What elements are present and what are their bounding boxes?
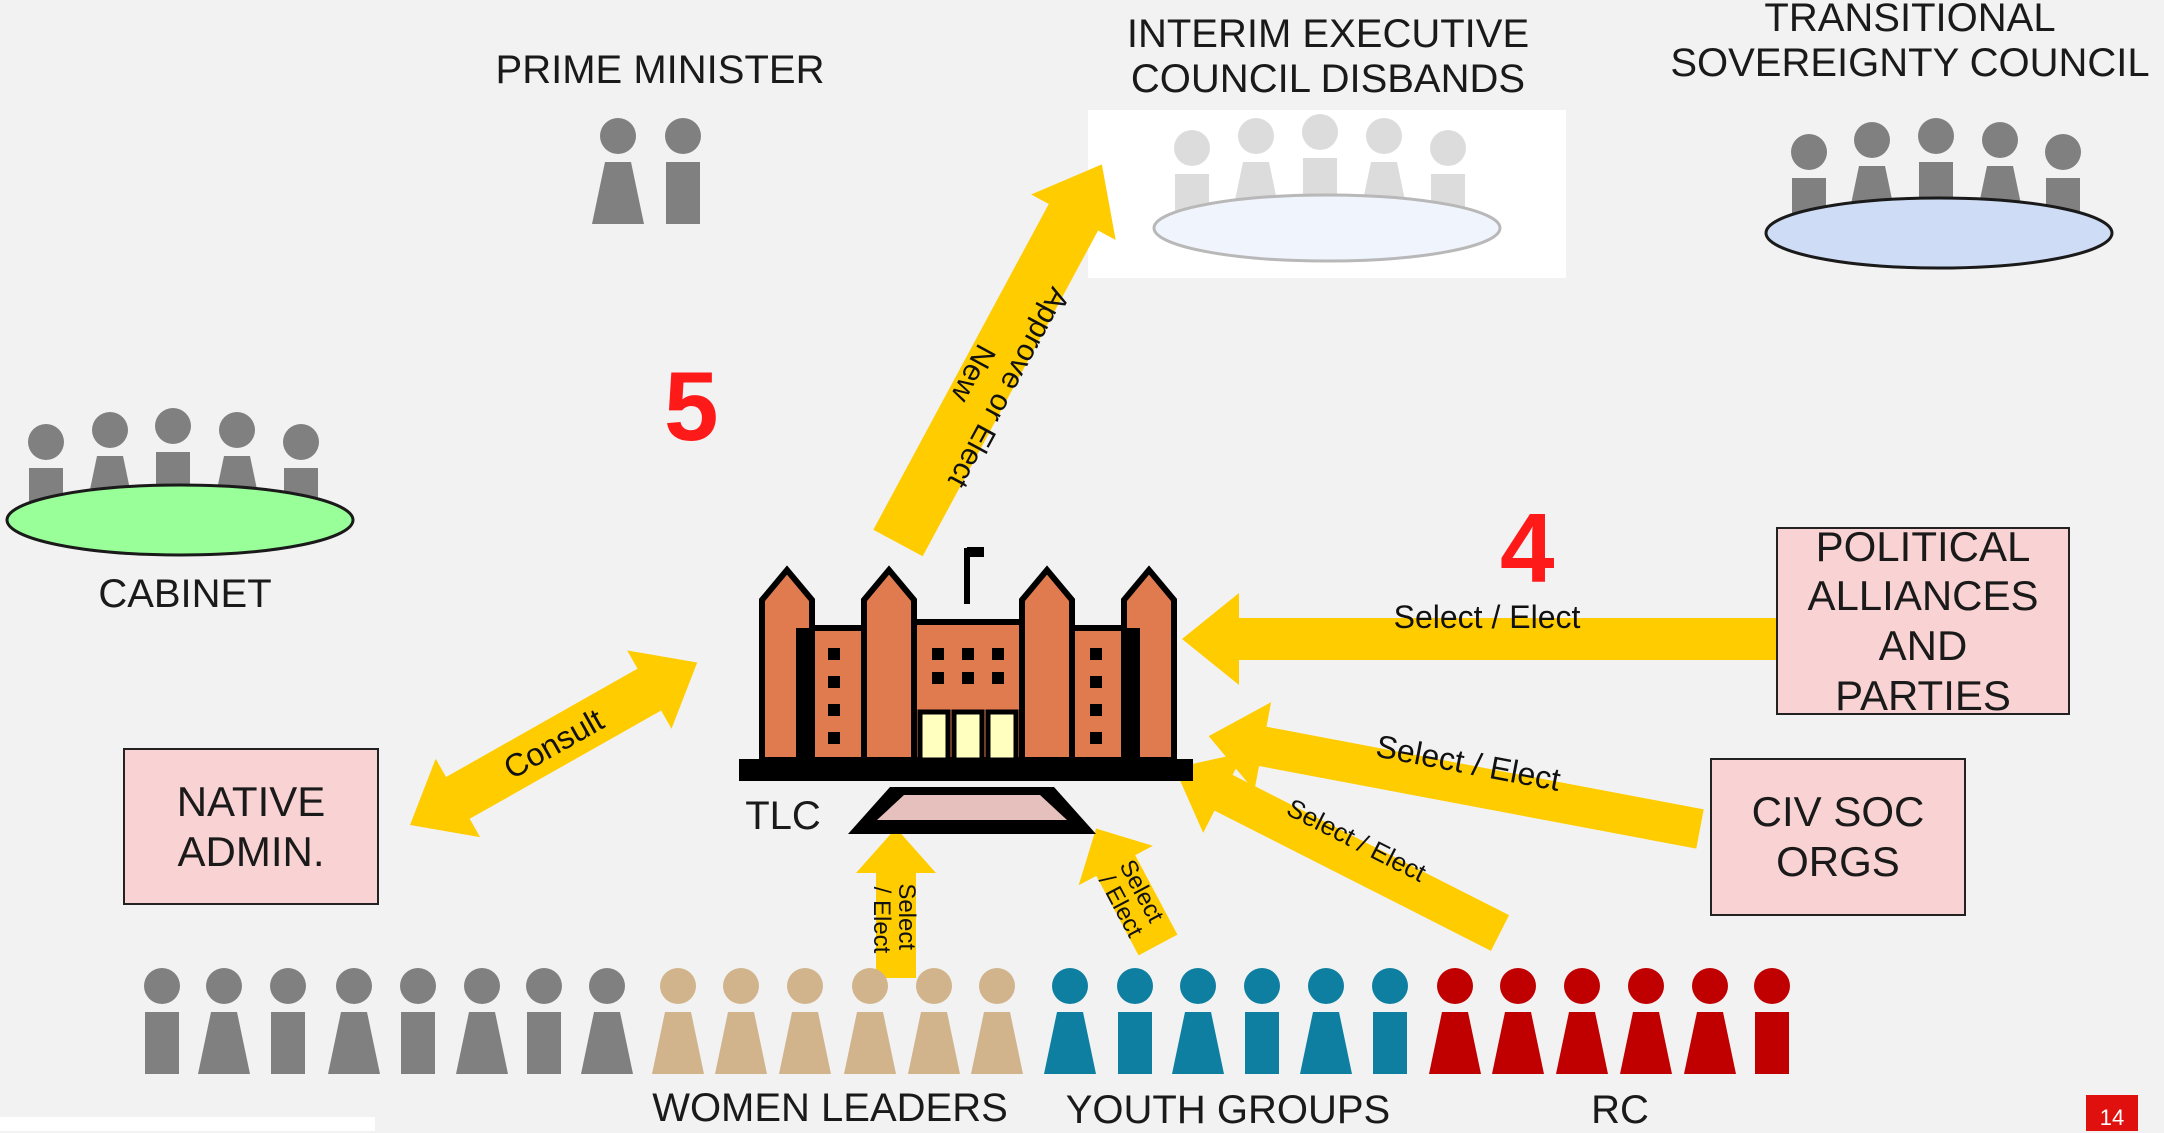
building-doors	[917, 709, 1019, 763]
rc-label: RC	[1591, 1088, 1649, 1132]
people-grey	[144, 968, 633, 1074]
building-windows	[828, 648, 1102, 744]
political-alliances-box: POLITICAL ALLIANCES AND PARTIES	[1776, 527, 2070, 715]
people-youth-groups	[1044, 968, 1408, 1074]
political-select-arrow: Select / Elect	[1182, 593, 1777, 685]
civ-soc-orgs-box: CIV SOC ORGS	[1710, 758, 1966, 916]
footer-bar	[0, 1117, 375, 1131]
step-5-number: 5	[664, 351, 719, 461]
consult-arrow: Consult	[410, 650, 698, 838]
political-select-label: Select / Elect	[1394, 599, 1581, 635]
prime-minister-icon	[592, 118, 701, 224]
women-select-label: Select / Elect	[868, 883, 920, 956]
sovereignty-council-label: TRANSITIONAL SOVEREIGNTY COUNCIL	[1670, 0, 2150, 85]
youth-groups-label: YOUTH GROUPS	[1065, 1088, 1391, 1132]
women-leaders-label: WOMEN LEADERS	[652, 1086, 1008, 1130]
step-4-number: 4	[1500, 493, 1555, 603]
people-women-leaders	[652, 968, 1023, 1074]
tlc-label: TLC	[745, 794, 821, 838]
conference-table-icon	[1764, 196, 2114, 270]
people-rc	[1429, 968, 1790, 1074]
interim-council-label: INTERIM EXECUTIVE COUNCIL DISBANDS	[1126, 12, 1530, 101]
prime-minister-label: PRIME MINISTER	[495, 48, 825, 92]
page-number: 14	[2086, 1095, 2138, 1131]
conference-table-icon	[5, 483, 355, 557]
women-select-arrow: Select / Elect	[856, 828, 936, 978]
civsoc-select-arrow: Select / Elect	[1208, 702, 1704, 849]
building-icon	[739, 547, 1193, 834]
approve-arrow: Approve or Elect New	[873, 164, 1116, 557]
cabinet-label: CABINET	[98, 572, 272, 616]
conference-table-icon	[1152, 193, 1502, 263]
native-admin-box: NATIVE ADMIN.	[123, 748, 379, 905]
